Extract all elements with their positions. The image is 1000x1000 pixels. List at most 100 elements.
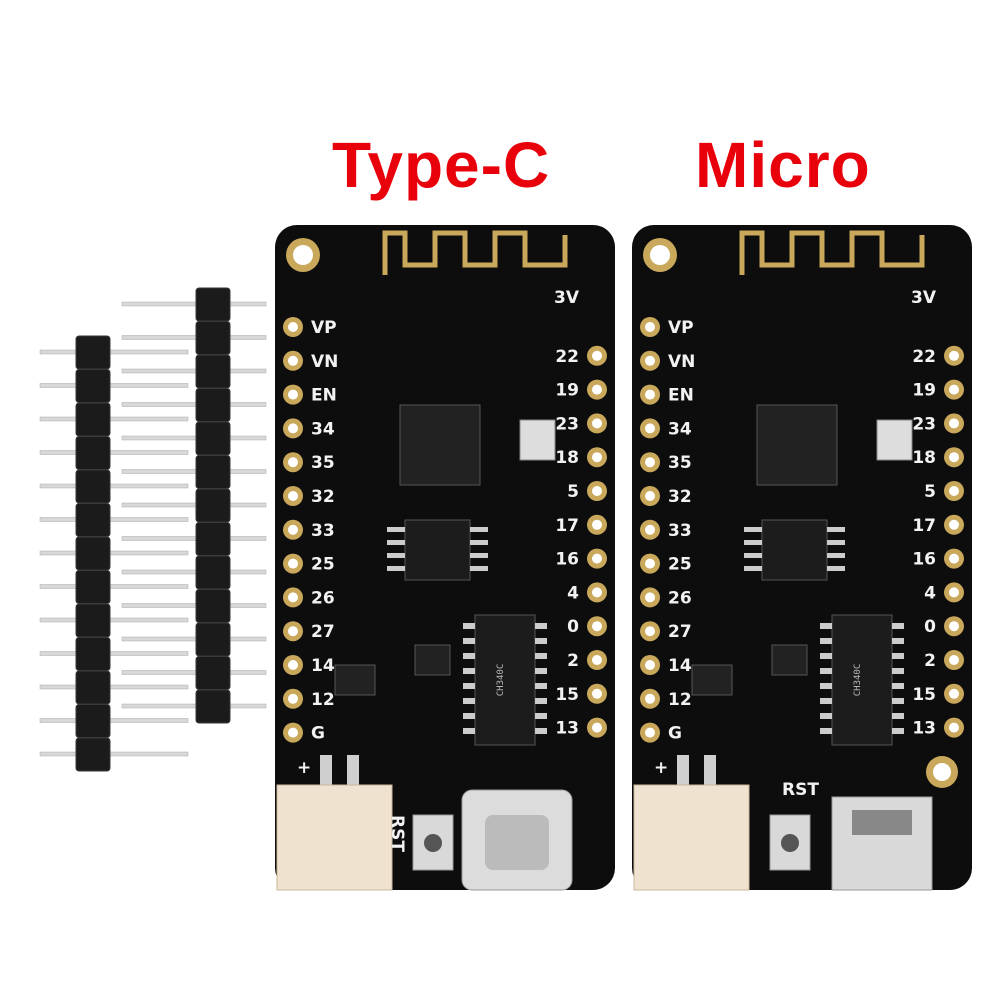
pin-hole (592, 384, 602, 395)
chip-leg (470, 540, 488, 545)
header-pin (121, 335, 267, 340)
header-pin (39, 383, 189, 388)
pin-label-19: 19 (912, 381, 936, 401)
heading-type-c: Type-C (332, 129, 551, 201)
chip-leg (892, 713, 904, 719)
header-block (195, 589, 231, 623)
pin-hole (592, 655, 602, 665)
header-block (75, 637, 111, 671)
header-block (195, 555, 231, 590)
pin-label-2: 2 (567, 651, 579, 671)
pin-hole (288, 322, 298, 332)
pin-label-4: 4 (567, 583, 579, 603)
pin-label-34: 34 (311, 419, 335, 439)
header-block (75, 335, 111, 370)
pin-label-g: G (311, 724, 325, 744)
pin-hole (288, 592, 298, 603)
pin-hole (645, 727, 655, 738)
pin-label-3v: 3V (911, 288, 937, 308)
header-pin (39, 751, 189, 757)
header-pin (121, 402, 267, 407)
chip-leg (535, 638, 547, 644)
pin-label-26: 26 (311, 588, 335, 608)
pin-hole (949, 587, 959, 598)
pin-hole (288, 389, 298, 400)
chip-leg (892, 698, 904, 704)
pin-hole (288, 558, 298, 569)
pin-hole (288, 660, 298, 670)
pin-label-12: 12 (668, 690, 692, 710)
pin-hole (592, 486, 602, 496)
chip-leg (820, 623, 832, 629)
regulator (414, 644, 451, 676)
pin-label-5: 5 (924, 482, 936, 502)
header-pin (39, 651, 189, 656)
chip-leg (744, 553, 762, 558)
chip-leg (744, 540, 762, 545)
pin-label-18: 18 (912, 448, 936, 468)
chip-leg (827, 540, 845, 545)
pin-label-14: 14 (311, 656, 335, 676)
transistor (334, 664, 376, 696)
chip-leg (820, 638, 832, 644)
pin-hole (645, 491, 655, 501)
pin-label-2: 2 (924, 651, 936, 671)
pin-hole (645, 457, 655, 468)
pin-hole (592, 350, 602, 361)
chip-leg (387, 540, 405, 545)
antenna-trace (739, 230, 925, 275)
pin-label-4: 4 (924, 583, 936, 603)
chip-leg (820, 653, 832, 659)
header-pin (39, 450, 189, 455)
header-block (195, 689, 231, 724)
pin-label-34: 34 (668, 419, 692, 439)
pin-hole (949, 519, 959, 530)
transistor (691, 664, 733, 696)
pin-hole (949, 722, 959, 733)
pin-hole (949, 486, 959, 496)
pin-hole (288, 355, 298, 366)
usb-serial-chip (831, 614, 893, 746)
pin-hole (645, 389, 655, 400)
pin-label-32: 32 (311, 487, 335, 507)
chip-leg (470, 527, 488, 532)
header-block (75, 402, 111, 437)
battery-plus-label: + (297, 758, 311, 778)
pin-hole (645, 322, 655, 332)
pin-label-13: 13 (912, 719, 936, 739)
chip-leg (820, 668, 832, 674)
header-block (195, 321, 231, 355)
header-block (75, 369, 111, 403)
header-pin (39, 718, 189, 723)
chip-leg (463, 713, 475, 719)
header-block (195, 622, 231, 657)
mount-hole-center (650, 245, 670, 265)
chip-leg (820, 698, 832, 704)
battery-connector (633, 784, 750, 891)
esp32-chip (399, 404, 481, 486)
usb-c-opening (485, 815, 549, 870)
pin-label-16: 16 (555, 550, 579, 570)
pin-label-26: 26 (668, 588, 692, 608)
header-block (195, 522, 231, 556)
header-pin (121, 502, 267, 508)
header-pin (121, 469, 267, 474)
pin-label-g: G (668, 724, 682, 744)
chip-leg (892, 638, 904, 644)
header-pin (121, 603, 267, 608)
reset-button-cap (781, 834, 799, 852)
pin-hole (288, 626, 298, 637)
reset-label: RST (782, 780, 819, 800)
pin-hole (592, 418, 602, 429)
chip-leg (463, 638, 475, 644)
pin-hole (288, 457, 298, 468)
reset-button-cap (424, 834, 442, 852)
header-pin (121, 536, 267, 541)
chip-leg (827, 553, 845, 558)
pin-label-17: 17 (912, 516, 936, 536)
usb-chip-label: CH340C (853, 664, 863, 697)
pin-hole (645, 558, 655, 569)
chip-leg (535, 623, 547, 629)
